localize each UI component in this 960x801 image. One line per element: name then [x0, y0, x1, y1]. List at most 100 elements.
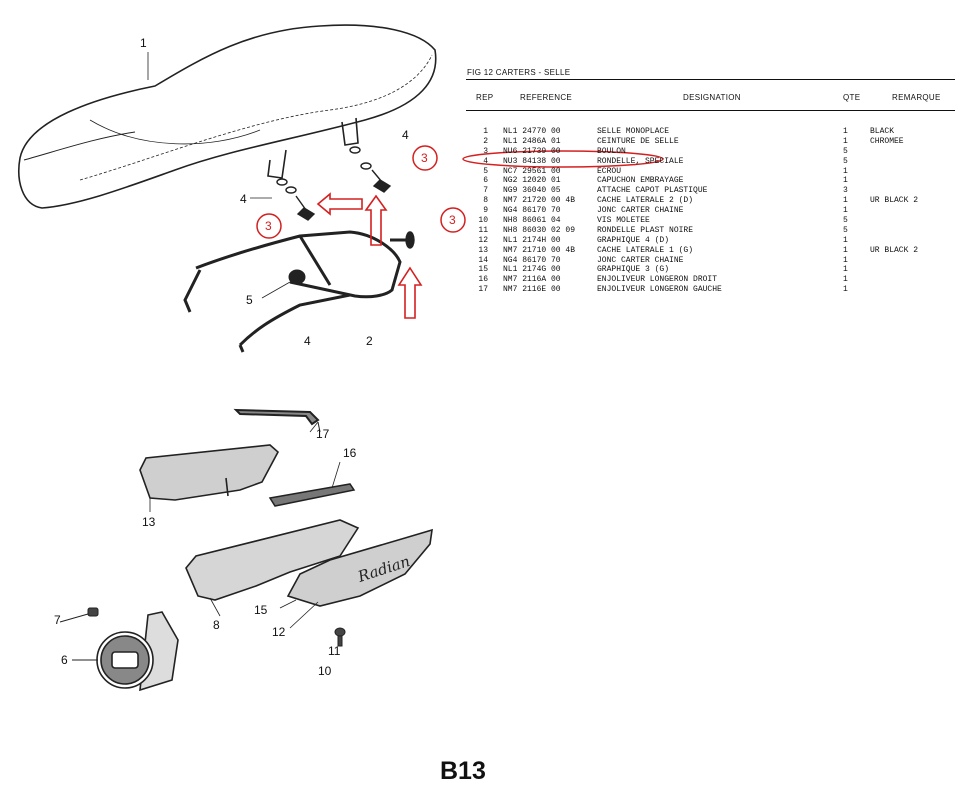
row-rep: 7 — [483, 186, 488, 196]
row-designation: ENJOLIVEUR LONGERON GAUCHE — [597, 285, 722, 295]
clip-7-drawing — [59, 607, 99, 623]
cover-13-drawing — [139, 444, 280, 501]
annotation-3-b: 3 — [265, 219, 272, 233]
callout-10: 10 — [318, 664, 332, 678]
row-rep: 14 — [478, 255, 488, 265]
row-remarque: CHROMEE — [870, 136, 904, 146]
cover-8-drawing — [185, 519, 360, 601]
bolt-drawing — [276, 146, 415, 249]
row-reference: NL1 2174H 00 — [503, 235, 561, 245]
trim-16-drawing — [268, 483, 356, 507]
table-row: 12 NL1 2174H 00 GRAPHIQUE 4 (D) 1 — [466, 236, 955, 246]
row-rep: 17 — [478, 285, 488, 295]
leader-lines — [147, 52, 341, 629]
row-rep: 3 — [483, 146, 488, 156]
row-reference: NL1 24770 00 — [503, 127, 561, 136]
red-circle-annotations — [256, 145, 664, 239]
callout-6: 6 — [61, 653, 68, 667]
row-rep: 2 — [483, 136, 488, 146]
row-qte: 1 — [843, 136, 848, 146]
header-remarque: REMARQUE — [892, 93, 941, 102]
row-qte: 1 — [843, 176, 848, 186]
table-row: 7 NG9 36040 05 ATTACHE CAPOT PLASTIQUE 3 — [466, 186, 955, 196]
row-remarque: UR BLACK 2 — [870, 196, 919, 206]
row-reference: NG4 86170 70 — [503, 206, 561, 216]
row-rep: 8 — [483, 196, 488, 206]
row-designation: CAPUCHON EMBRAYAGE — [597, 176, 684, 186]
table-row: 1 NL1 24770 00 SELLE MONOPLACE 1 BLACK — [466, 127, 955, 137]
row-qte: 1 — [843, 245, 848, 255]
row-designation: RONDELLE, SPECIALE — [597, 156, 684, 166]
row-rep: 13 — [478, 245, 488, 255]
callout-2: 2 — [366, 334, 373, 348]
row-qte: 1 — [843, 265, 848, 275]
row-reference: NL1 2174G 00 — [503, 265, 561, 275]
row-qte: 3 — [843, 186, 848, 196]
callout-4-top: 4 — [402, 128, 409, 142]
row-qte: 5 — [843, 216, 848, 226]
row-reference: NM7 2116E 00 — [503, 285, 561, 295]
row-designation: JONC CARTER CHAINE — [597, 255, 684, 265]
row-reference: NH8 86061 04 — [503, 216, 561, 226]
header-qte: QTE — [843, 93, 861, 102]
row-reference: NG9 36040 05 — [503, 186, 561, 196]
row-reference: NU3 84138 00 — [503, 156, 561, 166]
row-qte: 1 — [843, 285, 848, 295]
row-qte: 1 — [843, 235, 848, 245]
row-designation: CACHE LATERALE 2 (D) — [597, 196, 694, 206]
page-label: B13 — [440, 757, 486, 785]
callout-7: 7 — [54, 613, 61, 627]
row-rep: 16 — [478, 275, 488, 285]
table-row: 15 NL1 2174G 00 GRAPHIQUE 3 (G) 1 — [466, 265, 955, 275]
row-designation: CEINTURE DE SELLE — [597, 136, 679, 146]
cap-6-drawing — [72, 611, 179, 692]
row-rep: 15 — [478, 265, 488, 275]
row-qte: 5 — [843, 225, 848, 235]
row-rep: 12 — [478, 235, 488, 245]
row-designation: GRAPHIQUE 3 (G) — [597, 265, 670, 275]
row-designation: VIS MOLETEE — [597, 216, 650, 226]
row-rep: 1 — [483, 127, 488, 136]
callout-5: 5 — [246, 293, 253, 307]
callout-16: 16 — [343, 446, 357, 460]
row-designation: BOULON — [597, 146, 626, 156]
row-rep: 10 — [478, 216, 488, 226]
row-designation: ENJOLIVEUR LONGERON DROIT — [597, 275, 718, 285]
row-reference: NM7 21710 00 4B — [503, 245, 576, 255]
red-arrows — [316, 192, 423, 319]
row-qte: 1 — [843, 275, 848, 285]
table-top-rule — [466, 79, 955, 80]
callout-1: 1 — [140, 36, 147, 50]
callout-13: 13 — [142, 515, 156, 529]
callout-11: 11 — [328, 644, 341, 658]
callout-15: 15 — [254, 603, 268, 617]
header-rep: REP — [476, 93, 494, 102]
row-qte: 1 — [843, 255, 848, 265]
row-rep: 6 — [483, 176, 488, 186]
row-reference: NH8 86030 02 09 — [503, 225, 576, 235]
table-title: FIG 12 CARTERS - SELLE — [467, 68, 571, 77]
row-reference: NU6 21739 00 — [503, 146, 561, 156]
callout-8: 8 — [213, 618, 220, 632]
table-header-rule — [466, 110, 955, 111]
row-designation: SELLE MONOPLACE — [597, 127, 670, 136]
row-remarque: UR BLACK 2 — [870, 245, 919, 255]
row-reference: NM7 2116A 00 — [503, 275, 561, 285]
header-reference: REFERENCE — [520, 93, 573, 102]
trim-17-drawing — [233, 408, 321, 433]
row-remarque: BLACK — [870, 127, 895, 136]
row-designation: GRAPHIQUE 4 (D) — [597, 235, 670, 245]
row-designation: ATTACHE CAPOT PLASTIQUE — [597, 186, 708, 196]
row-reference: NC7 29561 00 — [503, 166, 561, 176]
row-rep: 4 — [483, 156, 488, 166]
row-qte: 1 — [843, 127, 848, 136]
